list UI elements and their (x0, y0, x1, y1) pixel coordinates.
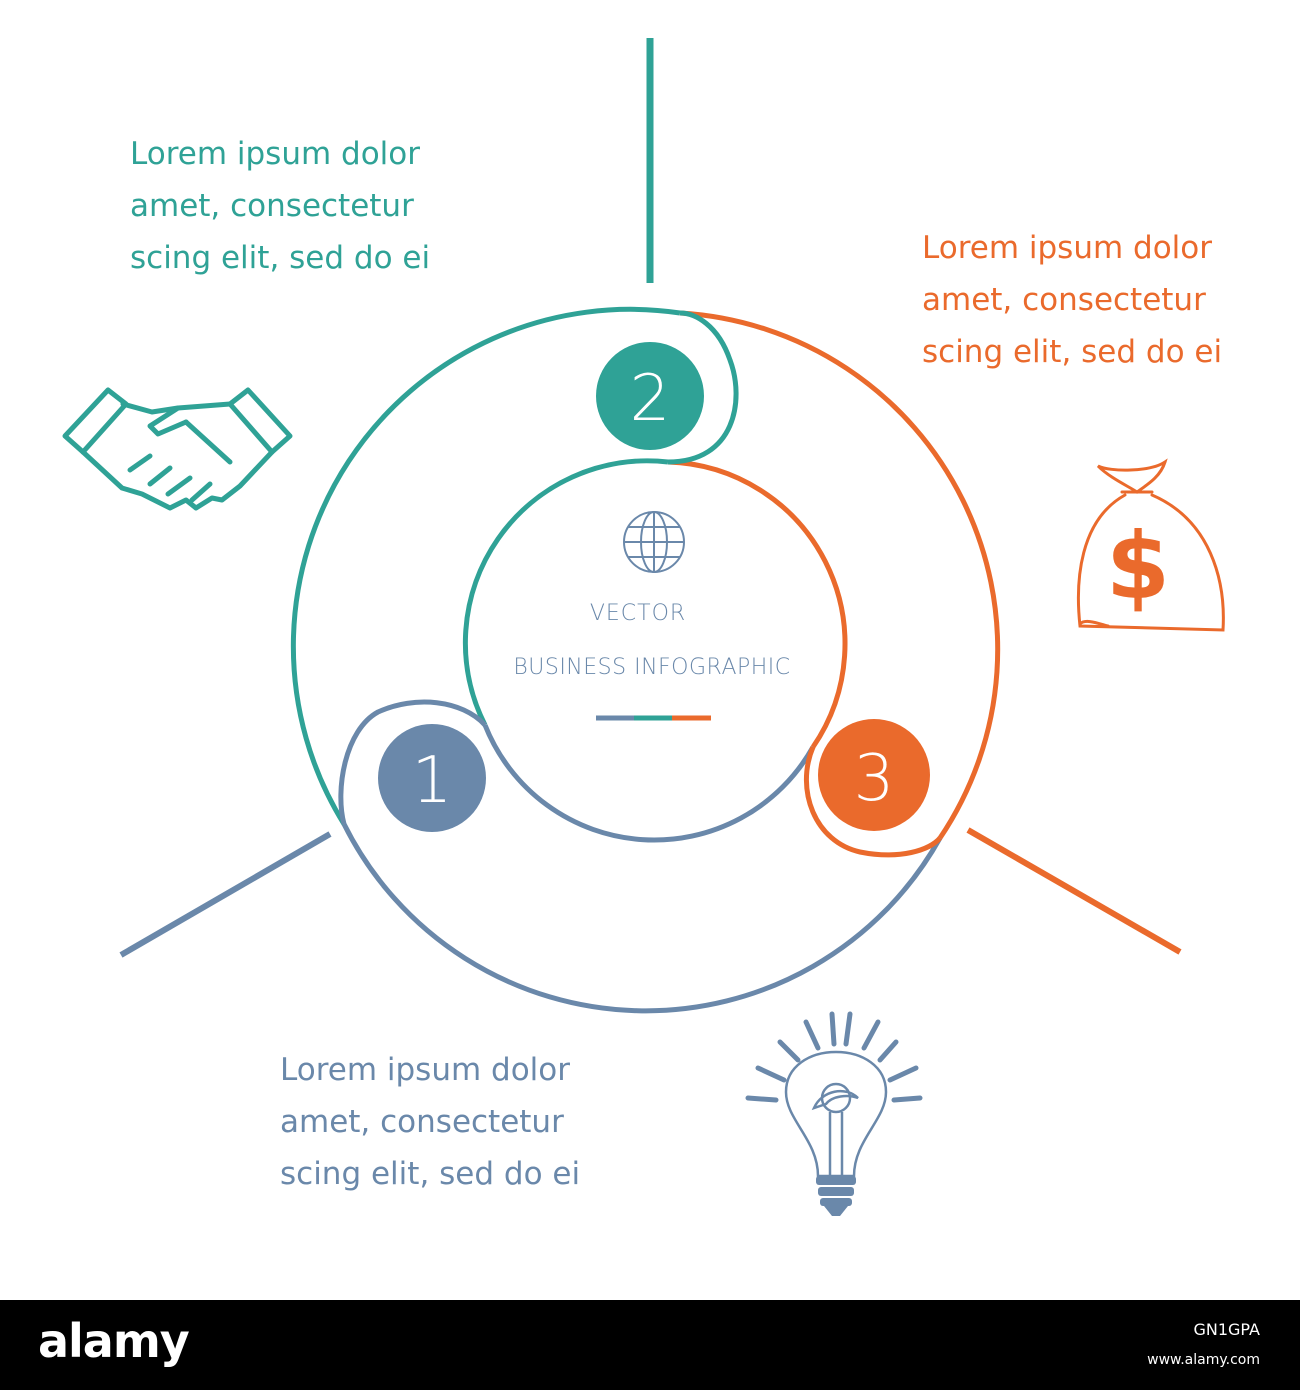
step-number-2: 2 (630, 362, 671, 436)
image-id: GN1GPA (1193, 1320, 1260, 1339)
center-subtitle: BUSINESS INFOGRAPHIC (513, 655, 790, 680)
step-node-2: 2 (596, 342, 704, 450)
outer-arc-teal (290, 306, 681, 826)
text-line: amet, consectetur (130, 188, 414, 224)
loop-1 (338, 699, 487, 825)
inner-arc-orange (667, 459, 848, 749)
connector-line-orange (966, 827, 1182, 955)
footer-url[interactable]: www.alamy.com (1147, 1352, 1260, 1368)
outer-arc-blue (341, 822, 943, 1014)
step-number-3: 3 (854, 742, 895, 816)
step-node-3: 3 (818, 719, 930, 831)
text-block-orange: Lorem ipsum dolor amet, consectetur scin… (922, 222, 1222, 378)
text-line: scing elit, sed do ei (280, 1156, 581, 1192)
text-line: amet, consectetur (922, 282, 1206, 318)
step-node-1: 1 (378, 724, 486, 832)
lightbulb-base (816, 1176, 856, 1216)
text-line: Lorem ipsum dolor (922, 230, 1212, 266)
handshake-icon (62, 387, 293, 511)
svg-text:$: $ (1106, 513, 1170, 620)
loop-2 (667, 310, 739, 465)
text-line: scing elit, sed do ei (922, 334, 1223, 370)
connector-line-blue (119, 831, 332, 958)
text-line: amet, consectetur (280, 1104, 564, 1140)
inner-arc-teal (462, 458, 669, 727)
globe-icon (623, 511, 685, 573)
text-block-teal: Lorem ipsum dolor amet, consectetur scin… (130, 128, 430, 284)
money-bag-icon: $ (1077, 458, 1225, 632)
lightbulb-icon (745, 1011, 923, 1103)
text-line: Lorem ipsum dolor (280, 1052, 570, 1088)
lightbulb-body (784, 1050, 888, 1178)
inner-arc-blue (482, 724, 816, 843)
footer-bar: alamy GN1GPA www.alamy.com (0, 1300, 1300, 1390)
alamy-logo[interactable]: alamy (38, 1314, 190, 1368)
text-line: Lorem ipsum dolor (130, 136, 420, 172)
center-title: VECTOR (590, 601, 686, 626)
text-line: scing elit, sed do ei (130, 240, 431, 276)
step-number-1: 1 (412, 744, 453, 818)
loop-3 (803, 746, 942, 858)
text-block-blue: Lorem ipsum dolor amet, consectetur scin… (280, 1044, 580, 1200)
infographic-diagram: 2 1 3 VECTOR BUSINESS INFOGRAPHIC (62, 38, 1225, 1216)
outer-arc-orange (679, 310, 1001, 840)
